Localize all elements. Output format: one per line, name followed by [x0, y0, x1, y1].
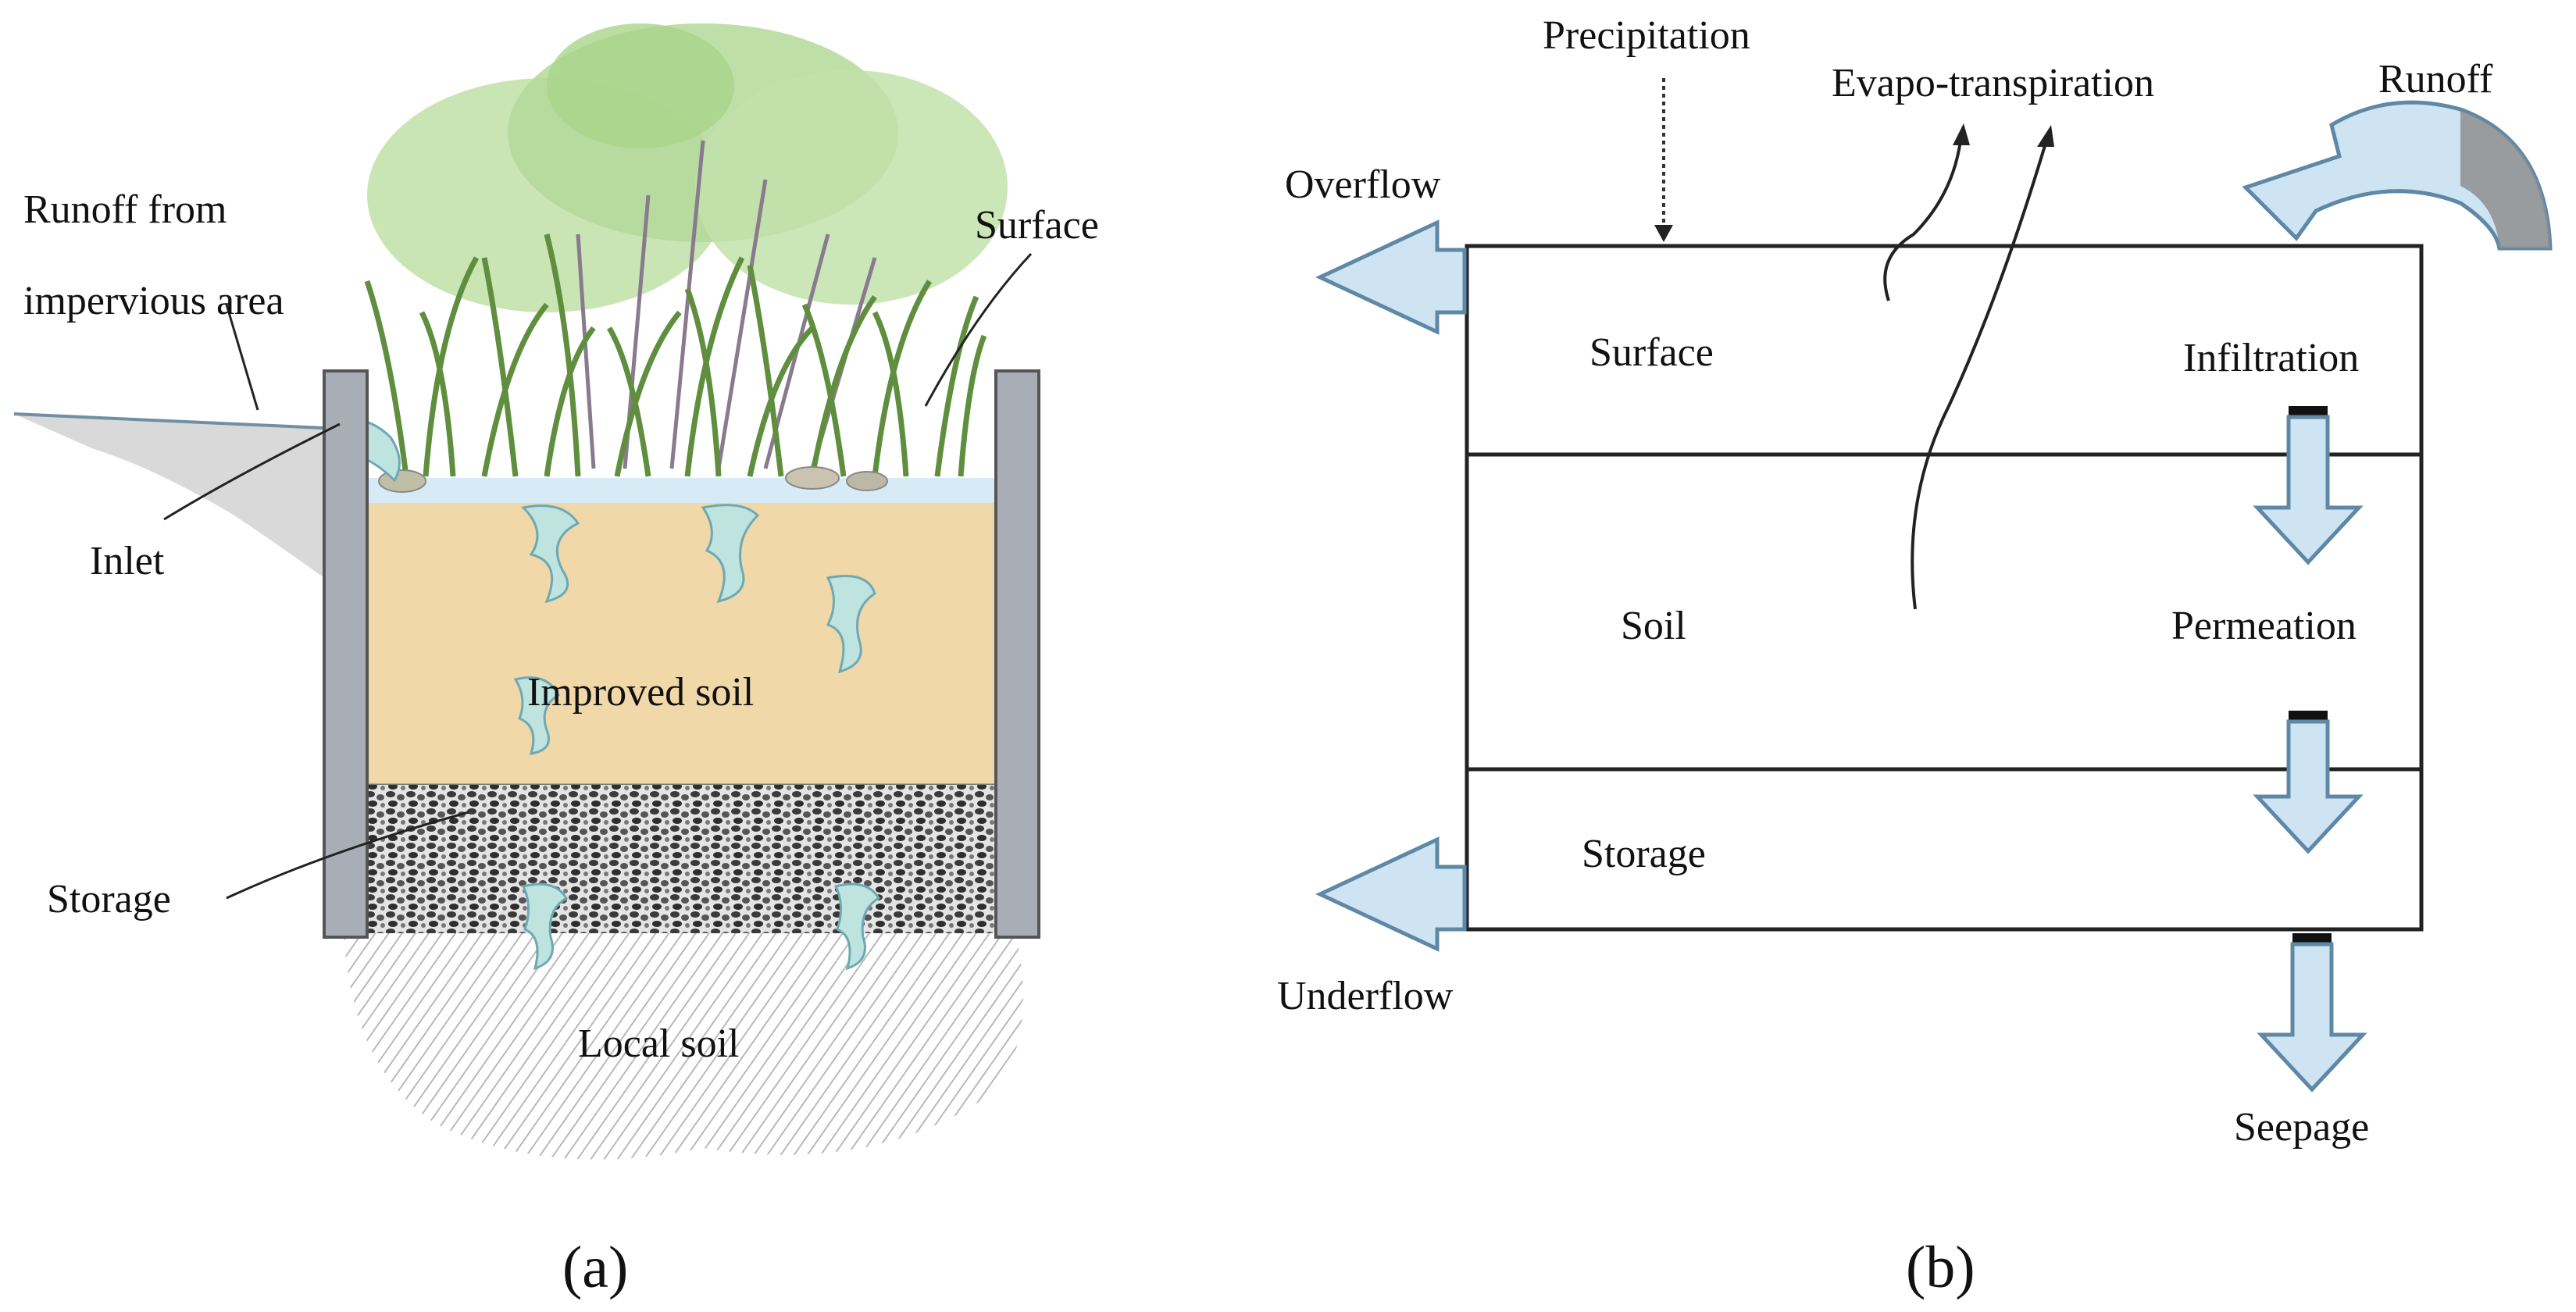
- infiltration-arrow: [2253, 406, 2364, 565]
- underflow-arrow: [1315, 836, 1467, 952]
- runoff-arrow-shade: [2460, 111, 2550, 248]
- layer-box: [1465, 244, 2424, 932]
- leader-surface: [924, 252, 1033, 407]
- label-surface-b: Surface: [1589, 330, 1714, 375]
- ponding-water: [367, 478, 996, 503]
- evapotranspiration-curve-1: [1883, 140, 1962, 301]
- caption-a: (a): [562, 1235, 628, 1300]
- impervious-area-surface: [14, 414, 324, 578]
- label-local-soil: Local soil: [578, 1021, 740, 1066]
- label-storage-a: Storage: [47, 877, 171, 922]
- improved-soil-layer: [367, 500, 996, 785]
- seepage-arrow: [2257, 933, 2367, 1093]
- leader-storage: [226, 811, 469, 900]
- permeation-arrow: [2253, 711, 2364, 854]
- leader-runoff: [225, 304, 259, 411]
- grass-blades: [364, 234, 987, 477]
- leader-inlet: [163, 422, 341, 521]
- label-improved-soil: Improved soil: [527, 670, 754, 715]
- evapotranspiration-curve-2: [1911, 140, 2048, 610]
- right-wall: [994, 369, 1040, 939]
- panel-b: Precipitation Evapo-transpiration Runoff…: [1277, 13, 2553, 1300]
- infiltration-plumes: [513, 504, 881, 971]
- panel-a: Runoff from impervious area Surface Inle…: [13, 23, 1099, 1300]
- precipitation-arrowhead: [1654, 225, 1673, 242]
- runoff-surface-line: [13, 412, 325, 430]
- left-wall: [323, 369, 369, 939]
- caption-b: (b): [1906, 1235, 1975, 1300]
- label-evapotranspiration: Evapo-transpiration: [1832, 61, 2154, 105]
- label-overflow: Overflow: [1285, 162, 1441, 207]
- label-permeation: Permeation: [2171, 604, 2357, 648]
- label-inlet: Inlet: [90, 539, 165, 583]
- label-underflow: Underflow: [1277, 974, 1454, 1018]
- label-runoff-line1: Runoff from: [23, 187, 227, 232]
- evapotranspiration-arrowhead-2: [2037, 125, 2054, 147]
- label-storage-b: Storage: [1582, 832, 1706, 876]
- evapotranspiration-arrowhead-1: [1953, 123, 1970, 145]
- label-runoff-b: Runoff: [2378, 57, 2493, 102]
- overflow-arrow: [1315, 219, 1467, 335]
- label-surface-a: Surface: [975, 203, 1099, 248]
- local-soil-area: [344, 933, 1023, 1160]
- label-infiltration: Infiltration: [2183, 336, 2359, 380]
- label-runoff-line2: impervious area: [23, 279, 284, 323]
- storage-gravel-layer: [367, 785, 996, 933]
- label-precipitation: Precipitation: [1543, 13, 1750, 58]
- label-seepage: Seepage: [2234, 1105, 2369, 1150]
- plant-canopy: [367, 23, 1008, 469]
- label-soil: Soil: [1621, 604, 1686, 648]
